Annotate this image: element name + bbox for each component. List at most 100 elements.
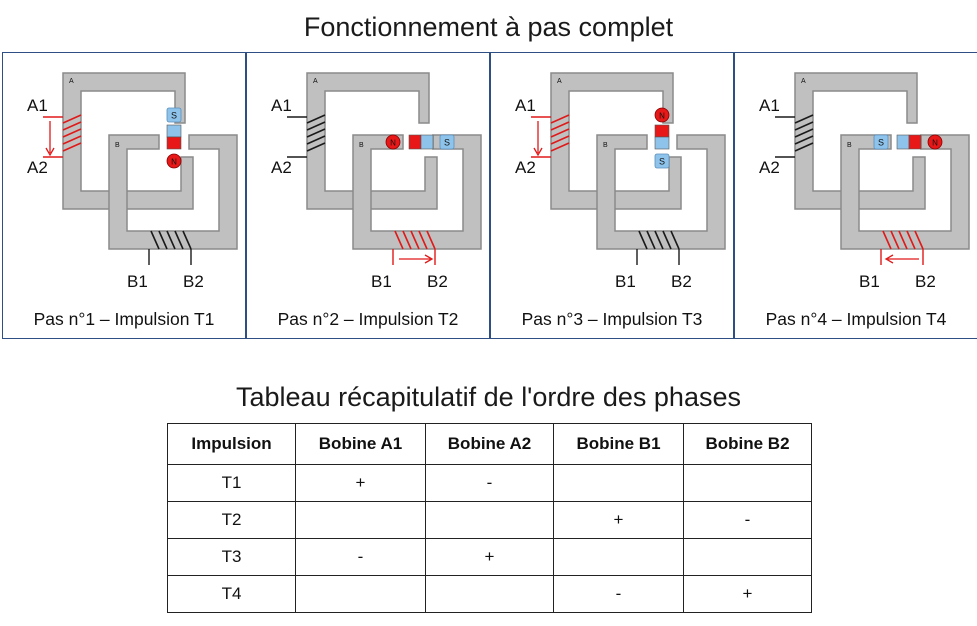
coil-a-winding (62, 128, 82, 138)
rotor-south-pole (439, 134, 455, 150)
coil-b-winding (898, 230, 908, 250)
table-row: T2 + - (167, 501, 812, 539)
coil-a-winding (62, 135, 82, 145)
rotor-magnet-body (420, 134, 434, 150)
coil-b-winding (654, 230, 664, 250)
phase-order-table: Impulsion Bobine A1 Bobine A2 Bobine B1 … (167, 423, 812, 613)
core-b-label: B (115, 142, 120, 149)
table-cell: - (553, 575, 684, 613)
core-a-label: A (69, 78, 74, 85)
terminal-a1: A1 (759, 96, 780, 115)
coil-a-winding (550, 142, 570, 152)
coil-a-winding (306, 128, 326, 138)
coil-b-winding (646, 230, 656, 250)
current-arrow-head (424, 254, 434, 264)
table-cell (683, 464, 812, 502)
pole-label: N (932, 139, 938, 148)
rotor-south-pole (166, 107, 182, 123)
header-cell: Bobine B2 (683, 423, 812, 465)
rotor-north-pole (927, 134, 943, 150)
coil-b-winding (638, 230, 648, 250)
header-cell: Impulsion (167, 423, 296, 465)
coil-b-winding (158, 230, 168, 250)
rotor-magnet-body (166, 124, 182, 138)
current-arrow-head (884, 254, 894, 264)
terminal-b2: B2 (183, 272, 204, 291)
coil-b-winding (166, 230, 176, 250)
coil-b-winding (182, 230, 192, 250)
table-cell (683, 538, 812, 576)
rotor-north-pole (385, 134, 401, 150)
terminal-a1: A1 (515, 96, 536, 115)
rotor-magnet-body (908, 134, 922, 150)
terminal-a2: A2 (515, 158, 536, 177)
core-b-label: B (847, 142, 852, 149)
coil-a-winding (306, 142, 326, 152)
table-cell (553, 464, 684, 502)
coil-b-winding (890, 230, 900, 250)
table-header-row: Impulsion Bobine A1 Bobine A2 Bobine B1 … (167, 423, 812, 465)
stator-core-a (62, 72, 194, 210)
coil-b-winding (662, 230, 672, 250)
table-cell: T2 (167, 501, 296, 539)
terminal-b1: B1 (127, 272, 148, 291)
table-cell: + (683, 575, 812, 613)
coil-a-winding (62, 142, 82, 152)
coil-a-winding (550, 128, 570, 138)
coil-b-winding (394, 230, 404, 250)
table-cell: - (295, 538, 426, 576)
rotor-magnet-body (166, 136, 182, 150)
table-row: T3 - + (167, 538, 812, 576)
coil-b-winding (410, 230, 420, 250)
table-cell: - (683, 501, 812, 539)
terminal-a2: A2 (759, 158, 780, 177)
coil-a-winding (550, 114, 570, 124)
pole-label: N (171, 158, 177, 167)
terminal-b1: B1 (615, 272, 636, 291)
table-cell (295, 501, 426, 539)
main-title: Fonctionnement à pas complet (303, 12, 674, 42)
coil-b-winding (882, 230, 892, 250)
table-row: T4 - + (167, 575, 812, 613)
stator-core-b (596, 134, 726, 250)
stator-core-a (550, 72, 682, 210)
core-a-label: A (801, 78, 806, 85)
pole-label: N (390, 139, 396, 148)
coil-a-winding (306, 121, 326, 131)
rotor-south-pole (873, 134, 889, 150)
pole-label: S (444, 138, 450, 148)
table-cell (553, 538, 684, 576)
coil-b-winding (914, 230, 924, 250)
header-cell: Bobine A2 (425, 423, 554, 465)
table-title: Tableau récapitulatif de l'ordre des pha… (236, 382, 741, 412)
terminal-b2: B2 (427, 272, 448, 291)
coil-a-winding (62, 121, 82, 131)
coil-a-winding (550, 121, 570, 131)
rotor-magnet-body (654, 136, 670, 150)
terminal-b2: B2 (915, 272, 936, 291)
terminal-b1: B1 (371, 272, 392, 291)
terminal-a1: A1 (271, 96, 292, 115)
coil-a-winding (794, 142, 814, 152)
table-cell (425, 575, 554, 613)
coil-b-winding (150, 230, 160, 250)
rotor-north-pole (166, 153, 182, 169)
table-cell: - (425, 464, 554, 502)
coil-b-winding (906, 230, 916, 250)
stator-core-a (794, 72, 926, 210)
table-cell: T1 (167, 464, 296, 502)
coil-a-winding (550, 135, 570, 145)
rotor-south-pole (654, 153, 670, 169)
table-cell: T3 (167, 538, 296, 576)
coil-b-winding (426, 230, 436, 250)
table-cell: T4 (167, 575, 296, 613)
pole-label: S (878, 138, 884, 148)
coil-a-winding (794, 128, 814, 138)
stator-core-b (840, 134, 970, 250)
